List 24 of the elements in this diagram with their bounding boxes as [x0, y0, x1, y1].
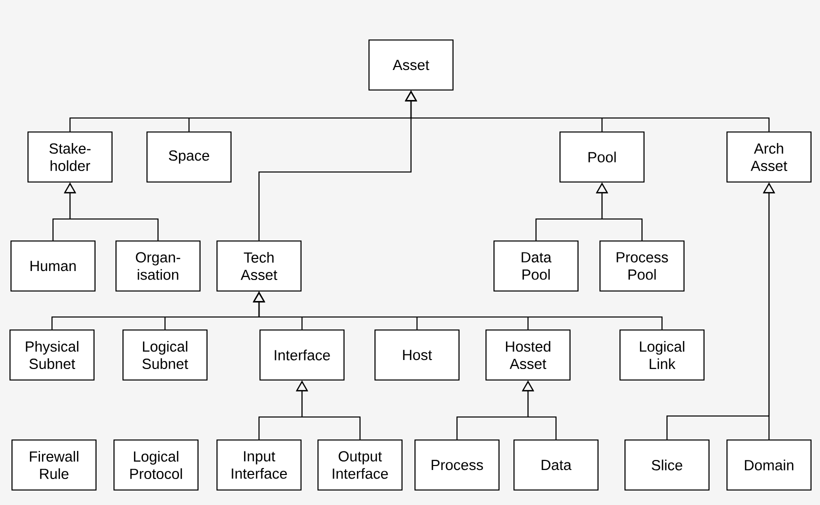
class-box: Interface — [259, 329, 345, 381]
class-box: Hosted Asset — [485, 329, 571, 381]
class-box: Host — [374, 329, 460, 381]
class-box: Stake- holder — [27, 131, 113, 183]
class-box: Logical Link — [619, 329, 705, 381]
class-box: Organ- isation — [115, 240, 201, 292]
class-box: Pool — [559, 131, 645, 183]
class-box: Physical Subnet — [9, 329, 95, 381]
class-box: Data — [513, 439, 599, 491]
class-box: Logical Protocol — [113, 439, 199, 491]
class-box: Slice — [624, 439, 710, 491]
class-box: Human — [10, 240, 96, 292]
class-box: Domain — [726, 439, 812, 491]
class-box: Input Interface — [216, 439, 302, 491]
class-box: Arch Asset — [726, 131, 812, 183]
class-box: Space — [146, 131, 232, 183]
class-box: Process — [414, 439, 500, 491]
class-box: Process Pool — [599, 240, 685, 292]
class-box: Firewall Rule — [11, 439, 97, 491]
class-box: Tech Asset — [216, 240, 302, 292]
class-box: Asset — [368, 39, 454, 91]
class-box: Logical Subnet — [122, 329, 208, 381]
class-box: Data Pool — [493, 240, 579, 292]
class-box: Output Interface — [317, 439, 403, 491]
